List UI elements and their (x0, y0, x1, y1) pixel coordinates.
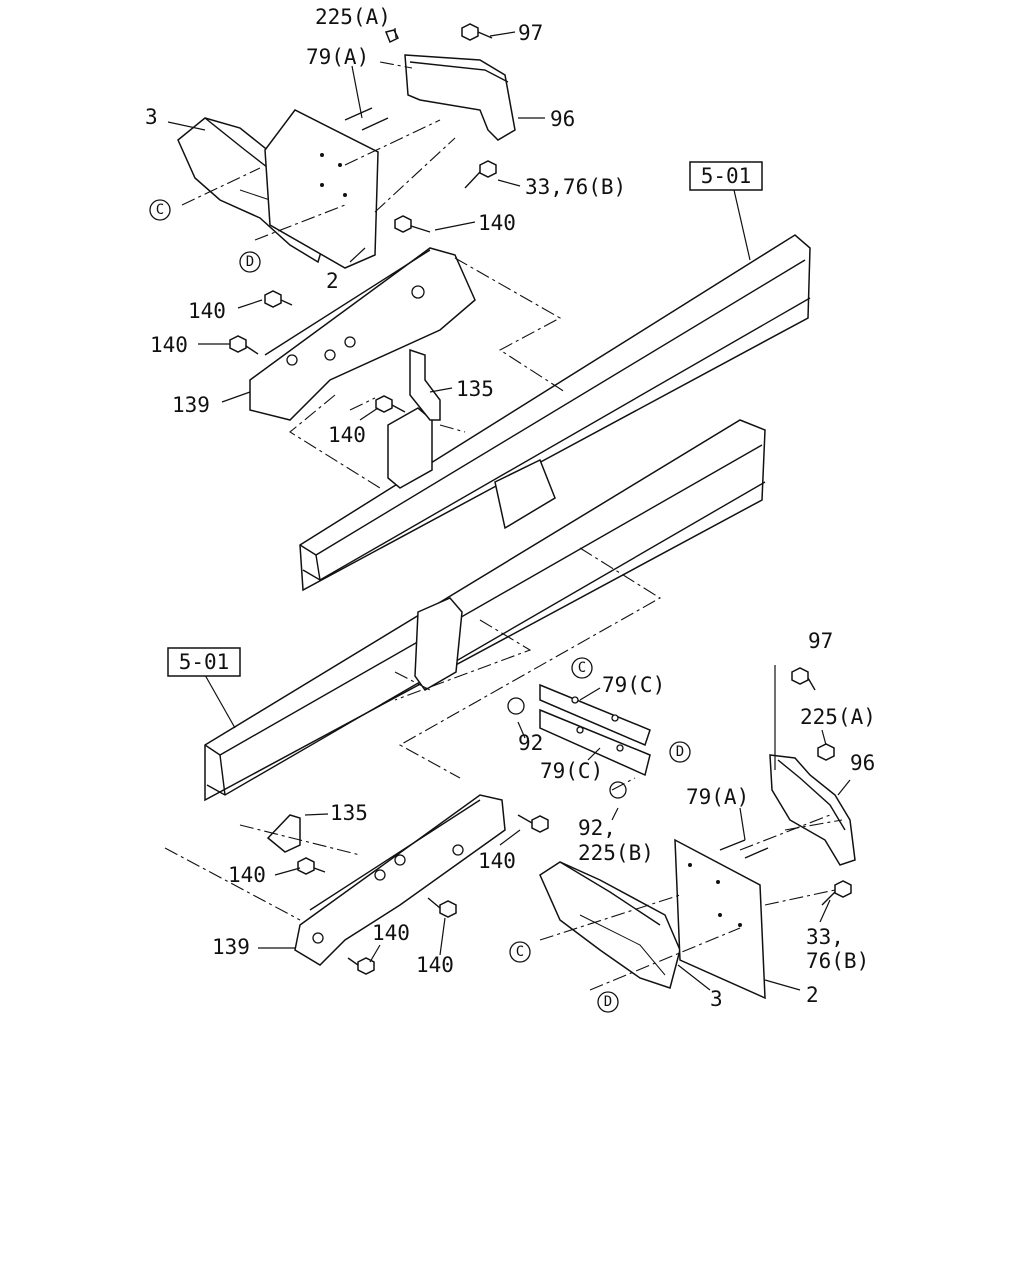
marker-text: C (516, 944, 524, 960)
label-2-bottom: 2 (806, 983, 819, 1007)
spacer-135-lower (266, 814, 301, 853)
label-135-bottom: 135 (330, 801, 368, 825)
hanger-bracket-lower (769, 754, 856, 866)
label-96-top: 96 (550, 107, 575, 131)
label-79a-top: 79(A) (306, 45, 369, 69)
label-76b-bottom: 76(B) (806, 949, 869, 973)
spacer-135-upper (409, 348, 441, 421)
label-140-bottom-a: 140 (228, 863, 266, 887)
center-lines-lower (164, 547, 843, 991)
ref-label-top: 5-01 (701, 164, 752, 188)
label-79a-bottom: 79(A) (686, 785, 749, 809)
marker-d-strip: D (669, 741, 691, 763)
label-139-bottom: 139 (212, 935, 250, 959)
label-92-a: 92 (518, 731, 543, 755)
ref-label-bottom: 5-01 (179, 650, 230, 674)
marker-text: C (578, 660, 586, 676)
marker-d-lower: D (597, 991, 619, 1013)
mud-flap-plate-lower (674, 838, 766, 1000)
label-97-top: 97 (518, 21, 543, 45)
label-2-top: 2 (326, 269, 339, 293)
label-225b: 225(B) (578, 841, 654, 865)
crossmember (387, 407, 556, 691)
marker-c-upper: C (149, 199, 171, 221)
label-96-bottom: 96 (850, 751, 875, 775)
marker-text: D (246, 254, 254, 270)
label-3-top: 3 (145, 105, 158, 129)
label-140-bottom-c: 140 (372, 921, 410, 945)
label-225a-top: 225(A) (315, 5, 391, 29)
label-140-top-a: 140 (478, 211, 516, 235)
label-140-top-b: 140 (188, 299, 226, 323)
label-79c-a: 79(C) (602, 673, 665, 697)
label-97-bottom: 97 (808, 629, 833, 653)
marker-text: D (604, 994, 612, 1010)
part-labels: 225(A) 97 79(A) 3 96 33,76(B) 140 2 140 … (145, 5, 876, 1011)
label-33-bottom: 33, (806, 925, 844, 949)
marker-text: D (676, 744, 684, 760)
label-139-top: 139 (172, 393, 210, 417)
marker-c-lower: C (509, 941, 531, 963)
label-92-b: 92, (578, 816, 616, 840)
ref-box-top[interactable]: 5-01 (689, 161, 763, 191)
bracket-upper (249, 247, 476, 421)
bolts-lower (297, 667, 852, 975)
mud-flap-lower (539, 861, 681, 989)
label-140-top-c: 140 (150, 333, 188, 357)
label-225a-bottom: 225(A) (800, 705, 876, 729)
bolts-upper (229, 23, 497, 413)
center-lines-upper (181, 61, 566, 489)
label-140-top-d: 140 (328, 423, 366, 447)
label-140-bottom-d: 140 (416, 953, 454, 977)
label-3-bottom: 3 (710, 987, 723, 1011)
marker-text: C (156, 202, 164, 218)
rubber-strips (539, 683, 651, 777)
frame-rail-upper (299, 234, 811, 592)
bracket-lower (294, 794, 506, 966)
label-140-bottom-b: 140 (478, 849, 516, 873)
label-79c-b: 79(C) (540, 759, 603, 783)
mud-flap-plate-upper (264, 109, 379, 269)
ref-box-bottom[interactable]: 5-01 (167, 647, 241, 677)
label-33-76b-top: 33,76(B) (525, 175, 626, 199)
hanger-bracket-upper (404, 54, 516, 141)
marker-d-upper: D (239, 251, 261, 273)
leader-lines (167, 27, 851, 991)
label-135-top: 135 (456, 377, 494, 401)
marker-c-strip: C (571, 657, 593, 679)
